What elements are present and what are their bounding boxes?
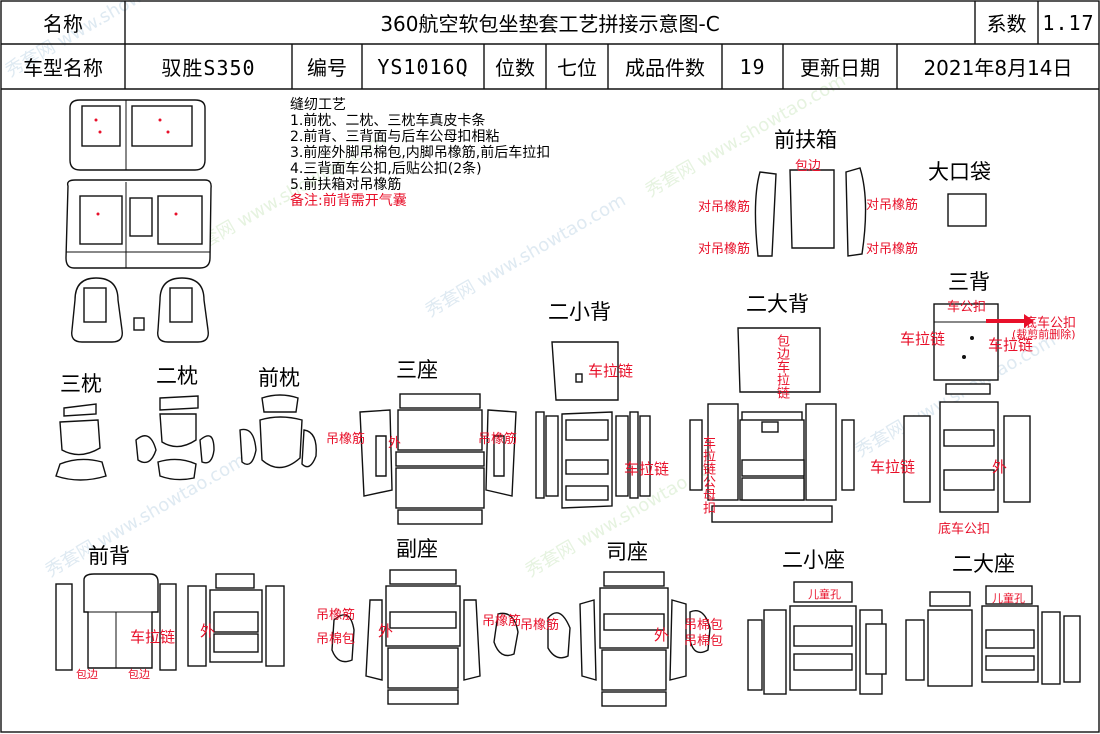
pieces-label: 成品件数 [625,56,705,80]
part-title-second-pillow: 二枕 [156,364,198,388]
label-cotton: 吊棉包 [316,632,356,647]
armrest-drawing [754,167,867,257]
label-zipper-female: 车拉链公母扣 [700,436,715,514]
label-cotton: 吊棉包 [684,618,724,633]
third-back-drawing [903,303,1034,513]
overview-front-seats [71,277,209,343]
coef-value: 1.17 [1042,10,1095,35]
label-rubber: 吊橡筋 [326,432,366,447]
label-hem: 包边 [76,668,98,681]
second-big-back-drawing [689,327,855,523]
label-car-male-buckle: 车公扣 [947,300,987,315]
label-zipper: 车拉链 [870,458,916,476]
label-outer: 外 [992,458,1008,476]
label-zipper: 车拉链 [988,336,1034,354]
part-title-armrest: 前扶箱 [774,128,837,152]
front-back-drawing [55,573,285,671]
part-title-third-back: 三背 [948,270,990,294]
model-value: 驭胜S350 [161,56,256,80]
part-title-third-seat: 三座 [396,358,438,382]
label-hang-elastic: 对吊橡筋 [698,200,751,215]
part-title-second-small-back: 二小背 [548,300,611,324]
seats-label: 位数 [495,56,535,80]
label-outer: 外 [388,436,402,451]
name-label: 名称 [43,12,83,36]
notes-item: 4.三背面车公扣,后贴公扣(2条) [290,161,482,177]
third-seat-drawing [359,393,517,525]
label-hang-elastic: 对吊橡筋 [866,198,919,213]
notes-remark: 备注:前背需开气囊 [290,193,407,209]
notes-heading: 缝纫工艺 [290,97,346,113]
label-outer: 外 [378,622,394,640]
label-cotton: 吊棉包 [684,634,724,649]
label-child: 儿童孔 [808,588,841,601]
sewing-notes: 缝纫工艺 1.前枕、二枕、三枕车真皮卡条 2.前背、三背面与后车公母扣相粘 3.… [290,97,550,209]
label-outer: 外 [654,626,670,644]
label-zipper: 车拉链 [588,362,634,380]
label-bottom-male-buckle: 底车公扣 [938,522,991,537]
label-bottom-male-buckle: 底车公扣 [1024,316,1077,331]
notes-item: 3.前座外脚吊棉包,内脚吊橡筋,前后车拉扣 [290,145,551,161]
second-small-seat-drawing [747,581,887,695]
label-rubber: 吊橡筋 [520,618,560,633]
model-label: 车型名称 [23,56,103,80]
sheet-title: 360航空软包坐垫套工艺拼接示意图-C [380,12,720,36]
second-big-seat-drawing [905,585,1081,687]
part-title-third-pillow: 三枕 [60,372,102,396]
second-pillow-drawing [135,395,215,481]
notes-item: 5.前扶箱对吊橡筋 [290,177,402,193]
date-value: 2021年8月14日 [923,56,1073,80]
notes-item: 2.前背、三背面与后车公母扣相粘 [290,129,500,145]
notes-item: 1.前枕、二枕、三枕车真皮卡条 [290,113,486,129]
driver-seat-drawing [547,571,711,707]
label-zipper: 车拉链 [900,330,946,348]
label-hang-elastic: 对吊橡筋 [866,242,919,257]
label-hem-zipper: 包边车拉链 [774,334,789,399]
label-zipper: 车拉链 [130,628,176,646]
passenger-seat-drawing [331,569,519,705]
label-rubber: 吊橡筋 [478,432,518,447]
label-hem: 包边 [795,159,822,174]
part-title-front-back: 前背 [88,544,130,568]
part-title-second-big-back: 二大背 [746,292,809,316]
pieces-value: 19 [739,54,766,79]
part-title-second-big-seat: 二大座 [952,552,1015,576]
coef-label: 系数 [986,12,1027,36]
part-title-second-small-seat: 二小座 [782,548,845,572]
label-child: 儿童孔 [992,592,1025,605]
label-hem: 包边 [128,668,150,681]
part-title-bigpocket: 大口袋 [928,160,991,184]
label-hang-elastic: 对吊橡筋 [698,242,751,257]
part-title-passenger-seat: 副座 [396,537,438,561]
date-label: 更新日期 [800,56,880,80]
label-rubber: 吊橡筋 [316,608,356,623]
label-zipper: 车拉链 [624,460,670,478]
label-cut-note: (裁剪前删除) [1012,328,1076,341]
bigpocket-drawing [947,193,987,227]
part-title-front-pillow: 前枕 [258,366,300,390]
part-title-driver-seat: 司座 [606,540,648,564]
third-pillow-drawing [55,403,107,481]
label-rubber: 吊橡筋 [482,614,522,629]
seats-value: 七位 [557,56,597,80]
second-small-back-drawing [535,341,651,509]
code-value: YS1016Q [377,54,469,79]
front-pillow-drawing [239,394,317,469]
label-outer: 外 [200,622,216,640]
overview-rear-seat [65,99,212,269]
code-label: 编号 [307,56,347,80]
